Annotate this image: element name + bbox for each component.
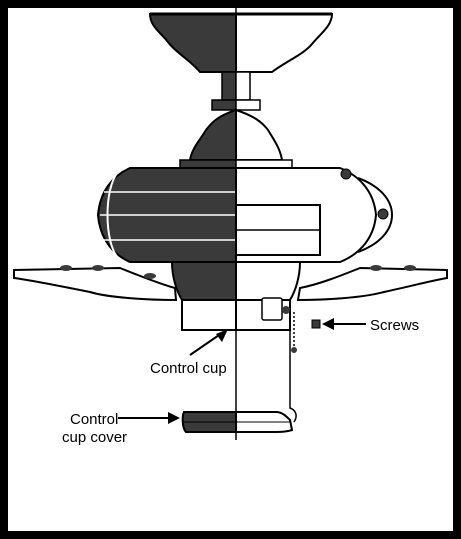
control-cup-cover-label-line1: Control xyxy=(70,411,118,428)
ceiling-canopy xyxy=(148,12,334,73)
control-cup-arrow xyxy=(189,329,228,356)
control-cup-label: Control cup xyxy=(150,360,227,377)
control-cup-cover xyxy=(181,411,294,433)
control-cup-cover-label-line2: cup cover xyxy=(62,429,127,446)
control-cup-internals xyxy=(261,297,297,423)
motor-body xyxy=(96,167,394,263)
switch-housing xyxy=(170,261,302,301)
screws-label: Screws xyxy=(370,317,419,334)
downrod xyxy=(211,71,261,111)
screw xyxy=(311,319,321,329)
motor-housing-top xyxy=(179,108,293,169)
screws-arrow xyxy=(322,318,366,330)
control-cup-cover-arrow xyxy=(118,412,180,424)
fan-blades xyxy=(13,265,448,302)
